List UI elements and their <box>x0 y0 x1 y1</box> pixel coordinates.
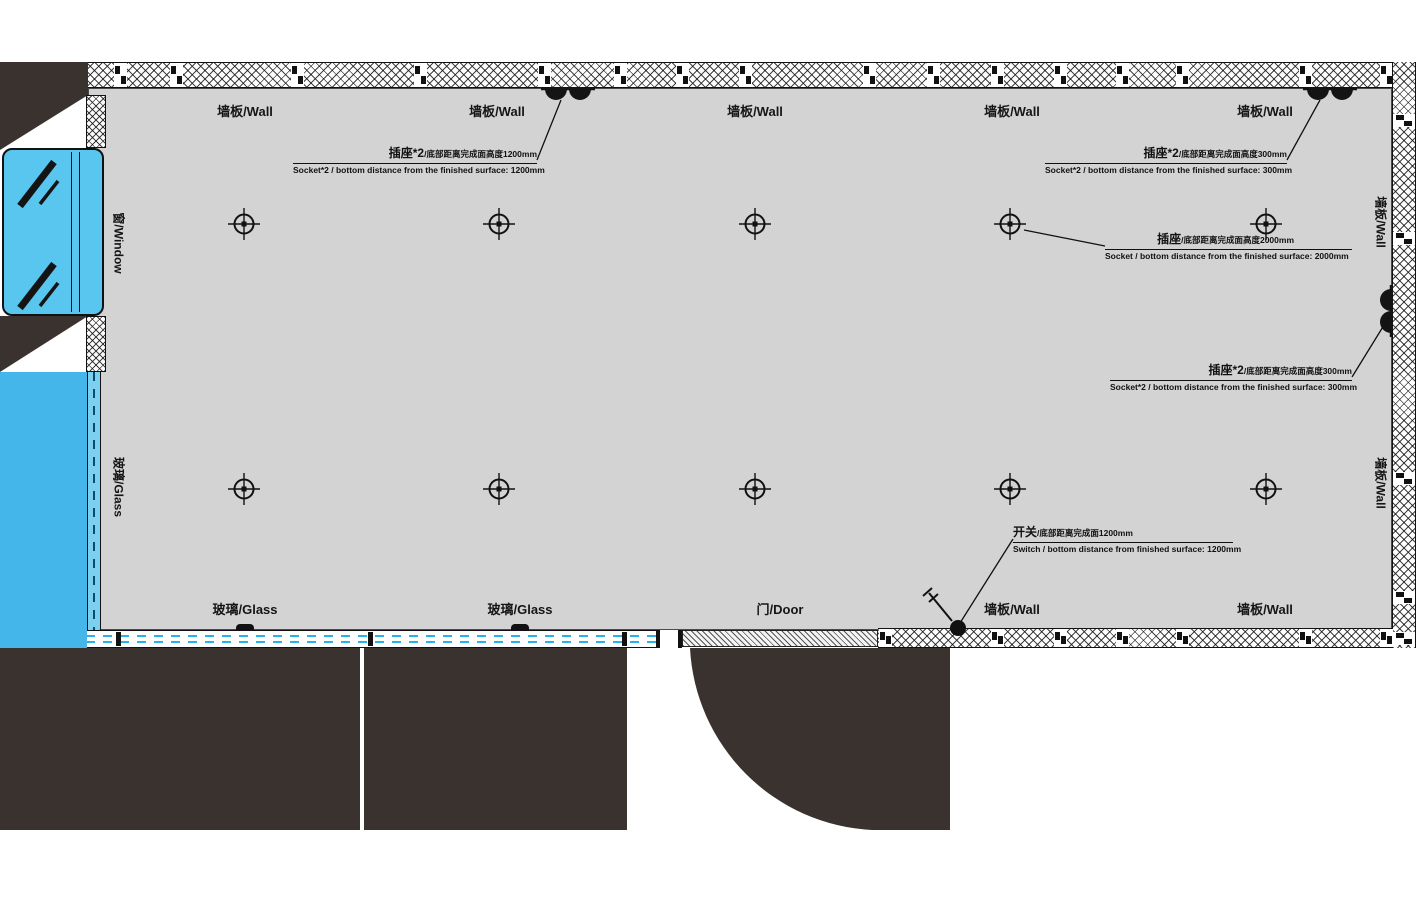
callout-en: Socket / bottom distance from the finish… <box>1105 251 1349 262</box>
callout-en: Switch / bottom distance from finished s… <box>1013 544 1242 555</box>
door-jamb <box>678 630 682 648</box>
panel-joint <box>1053 629 1067 647</box>
callout-zh: 插座*2/底部距离完成面高度300mm <box>1110 361 1352 382</box>
right-wall <box>1392 62 1416 648</box>
glass-joint <box>621 632 627 646</box>
exterior-mass <box>0 648 360 830</box>
panel-joint <box>738 63 752 87</box>
top-wall <box>85 62 1394 88</box>
glass-joint <box>367 632 373 646</box>
panel-joint <box>1298 63 1312 87</box>
panel-joint <box>990 63 1004 87</box>
glass-clip <box>236 624 254 630</box>
exterior-mass <box>0 62 88 95</box>
bottom-wall <box>878 628 1393 648</box>
wall-label: 墙板/Wall <box>984 104 1040 119</box>
window-frame-line <box>78 152 80 312</box>
glass-label: 玻璃/Glass <box>111 456 126 518</box>
panel-joint <box>613 63 627 87</box>
panel-joint <box>1393 471 1415 485</box>
callout-socket-300-right: 插座*2/底部距离完成面高度300mm Socket*2 / bottom di… <box>1110 361 1358 393</box>
callout-zh: 插座*2/底部距离完成面高度1200mm <box>293 144 537 165</box>
callout-en: Socket*2 / bottom distance from the fini… <box>1110 382 1358 393</box>
panel-joint <box>1053 63 1067 87</box>
panel-joint <box>169 63 183 87</box>
callout-socket-1200: 插座*2/底部距离完成面高度1200mm Socket*2 / bottom d… <box>293 144 545 176</box>
panel-joint <box>1379 629 1393 647</box>
exterior-mass <box>0 95 88 150</box>
panel-joint <box>1393 631 1415 645</box>
panel-joint <box>537 63 551 87</box>
callout-socket-2000: 插座/底部距离完成面高度2000mm Socket / bottom dista… <box>1105 230 1352 262</box>
panel-joint <box>926 63 940 87</box>
callout-en: Socket*2 / bottom distance from the fini… <box>1045 165 1293 176</box>
panel-joint <box>1298 629 1312 647</box>
blue-glass-panel <box>0 372 87 648</box>
panel-joint <box>1393 113 1415 127</box>
callout-en: Socket*2 / bottom distance from the fini… <box>293 165 545 176</box>
panel-joint <box>290 63 304 87</box>
glass-joint <box>115 632 121 646</box>
panel-joint <box>878 629 892 647</box>
wall-label: 墙板/Wall <box>1237 602 1293 617</box>
panel-joint <box>1115 629 1129 647</box>
wall-label: 墙板/Wall <box>727 104 783 119</box>
panel-joint <box>1175 63 1189 87</box>
window-label: 窗/Window <box>111 212 126 274</box>
callout-switch-1200: 开关/底部距离完成面1200mm Switch / bottom distanc… <box>1013 523 1242 555</box>
exterior-mass <box>364 648 627 830</box>
door-swing-mass <box>690 648 950 830</box>
panel-joint <box>1393 590 1415 604</box>
panel-joint <box>413 63 427 87</box>
room-interior <box>88 88 1392 630</box>
window <box>2 148 104 316</box>
callout-socket-300-top: 插座*2/底部距离完成面高度300mm Socket*2 / bottom di… <box>1045 144 1293 176</box>
glass-label: 玻璃/Glass <box>212 602 278 617</box>
door-label: 门/Door <box>756 602 804 617</box>
wall-label: 墙板/Wall <box>217 104 273 119</box>
callout-zh: 插座/底部距离完成面高度2000mm <box>1105 230 1352 251</box>
panel-joint <box>1379 63 1393 87</box>
panel-joint <box>990 629 1004 647</box>
panel-joint <box>1393 231 1415 245</box>
glass-clip <box>511 624 529 630</box>
glass-label: 玻璃/Glass <box>487 602 553 617</box>
window-frame-line <box>70 152 72 312</box>
exterior-mass <box>0 316 88 372</box>
callout-zh: 开关/底部距离完成面1200mm <box>1013 523 1233 544</box>
door-leaf <box>682 630 878 647</box>
wall-label: 墙板/Wall <box>469 104 525 119</box>
door-jamb <box>656 630 660 648</box>
panel-joint <box>862 63 876 87</box>
wall-label: 墙板/Wall <box>1237 104 1293 119</box>
wall-label: 墙板/Wall <box>1373 457 1388 509</box>
wall-return <box>86 95 106 148</box>
left-glass-wall <box>87 372 101 632</box>
panel-joint <box>113 63 127 87</box>
panel-joint <box>1115 63 1129 87</box>
door-swing-region <box>690 648 950 830</box>
wall-label: 墙板/Wall <box>1373 196 1388 248</box>
wall-return <box>86 316 106 372</box>
panel-joint <box>675 63 689 87</box>
callout-zh: 插座*2/底部距离完成面高度300mm <box>1045 144 1287 165</box>
wall-label: 墙板/Wall <box>984 602 1040 617</box>
panel-joint <box>1175 629 1189 647</box>
